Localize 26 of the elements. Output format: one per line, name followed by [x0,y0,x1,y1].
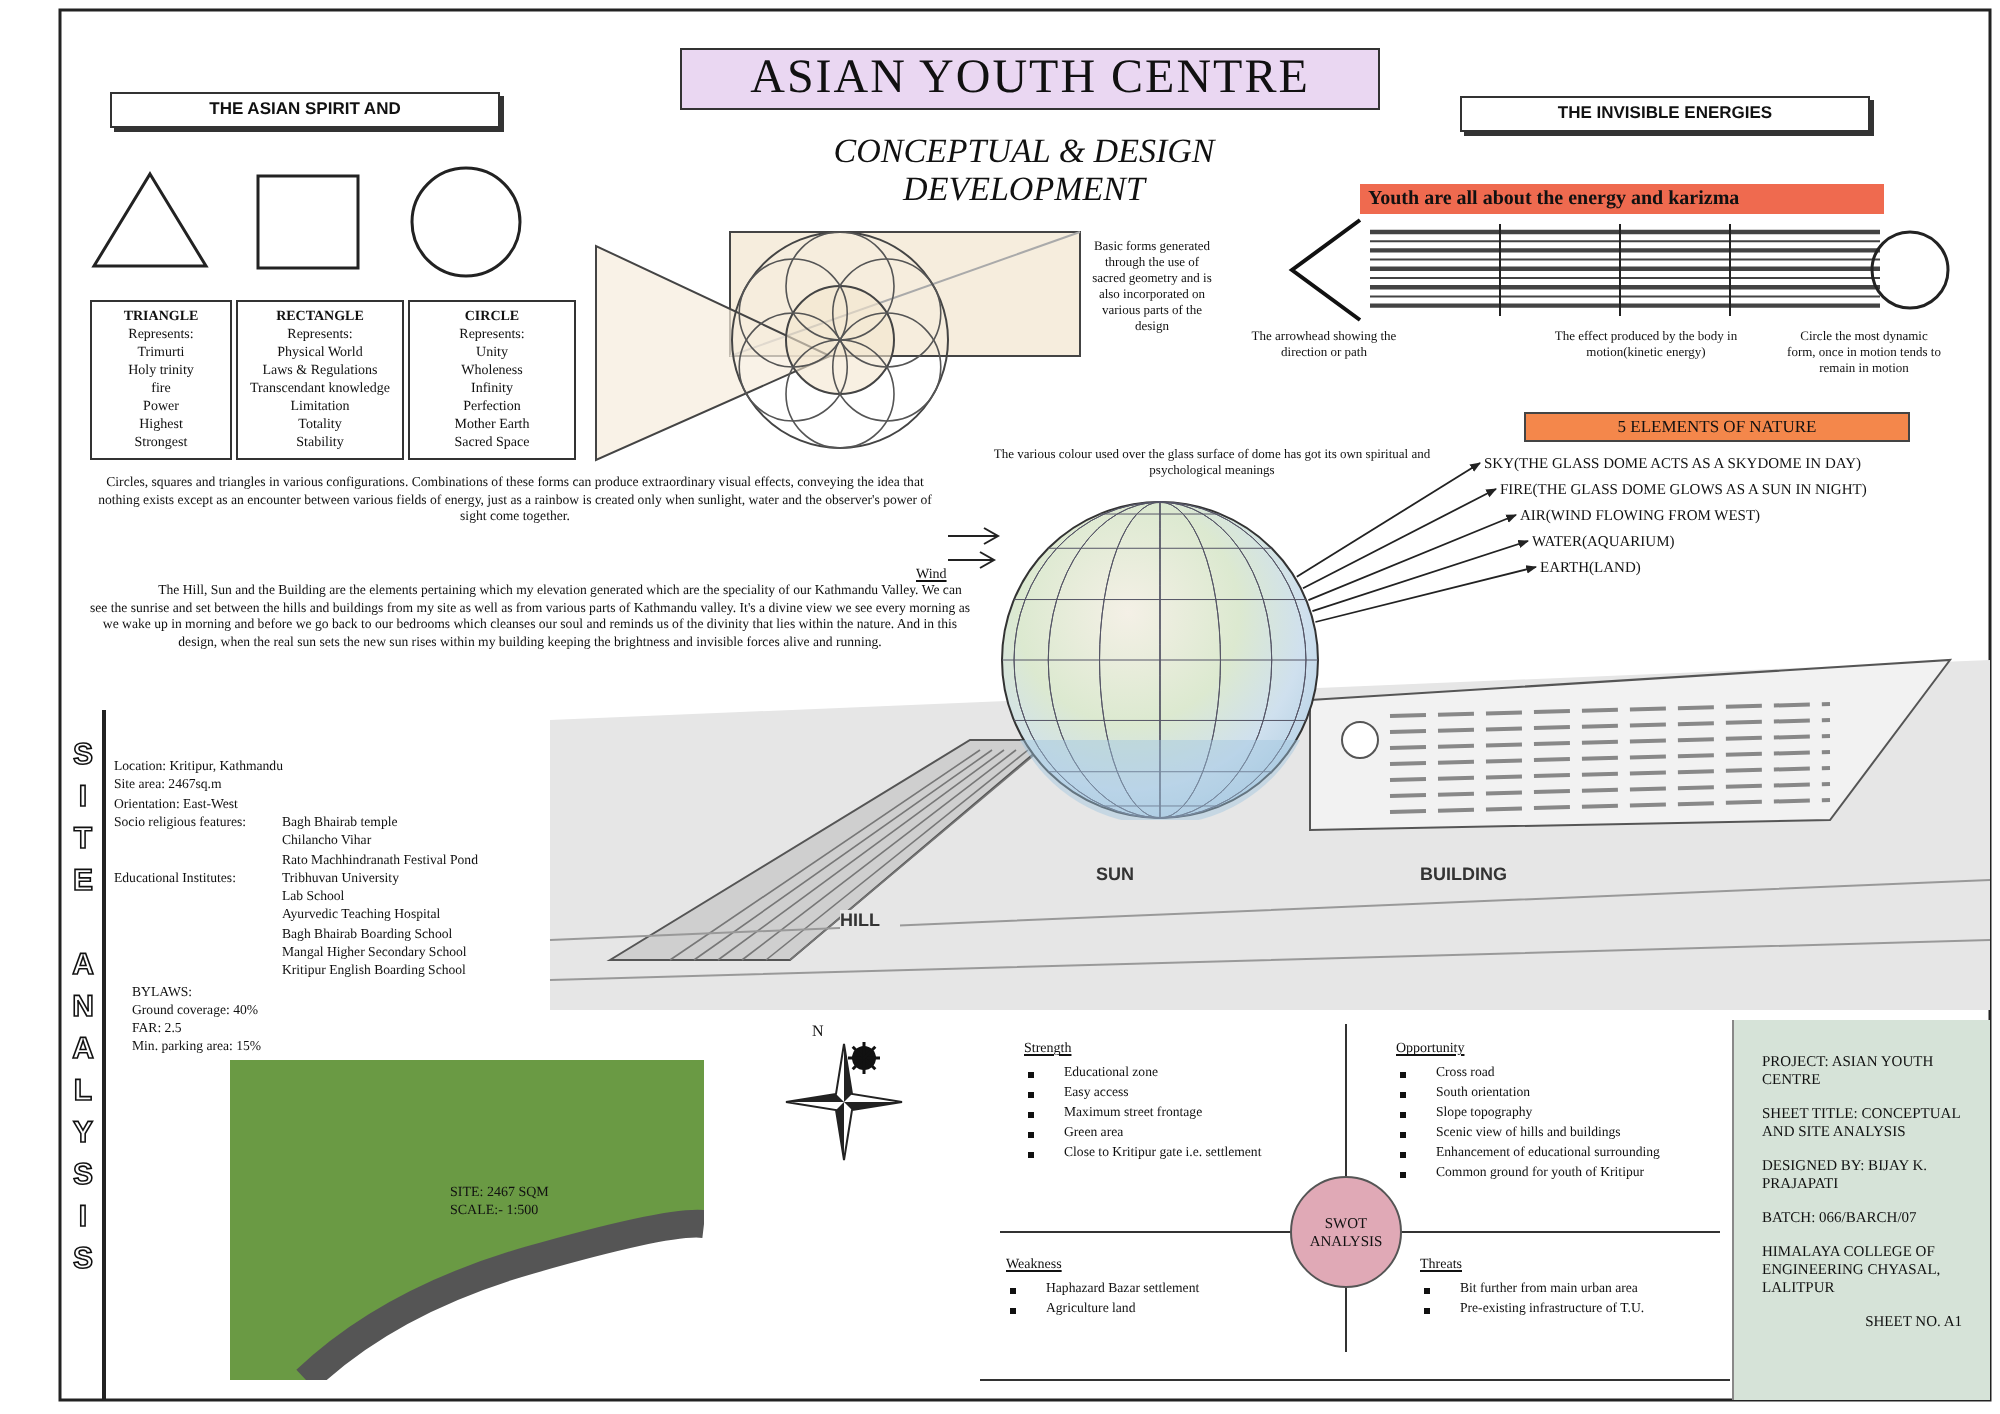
site-plan [230,1060,704,1380]
leader-arrow [1302,488,1497,590]
meaning-table-cell [90,300,232,460]
meaning-table-cell [408,300,576,460]
title-block-panel [1732,1020,1990,1400]
elevation-label: BUILDING [1420,864,1509,884]
leader-arrow [1311,539,1530,613]
header-text: THE INVISIBLE ENERGIES [1555,100,1775,126]
north-label: N [812,1022,826,1040]
leader-arrow [1295,462,1481,578]
section-header [110,92,500,128]
leader-arrow [1307,514,1517,602]
heading-banner [1524,412,1910,442]
elevation-label: HILL [840,910,900,930]
sheet-title: ASIAN YOUTH CENTRE [680,48,1380,110]
elevation-label: SUN [1096,864,1137,884]
section-header [1460,96,1870,132]
banner-text: 5 ELEMENTS OF NATURE [1615,414,1819,440]
meaning-table-cell [236,300,404,460]
leader-arrow [1314,565,1538,623]
sheet-subtitle: CONCEPTUAL & DESIGN DEVELOPMENT [831,132,1218,208]
band-text: SITE ANALYSIS [64,737,102,1283]
banner-text: Youth are all about the energy and karizma [1368,186,1742,214]
highlight-banner [1360,184,1884,214]
glass-dome-drawing [1000,500,1320,820]
header-text: THE ASIAN SPIRIT AND [207,96,403,122]
